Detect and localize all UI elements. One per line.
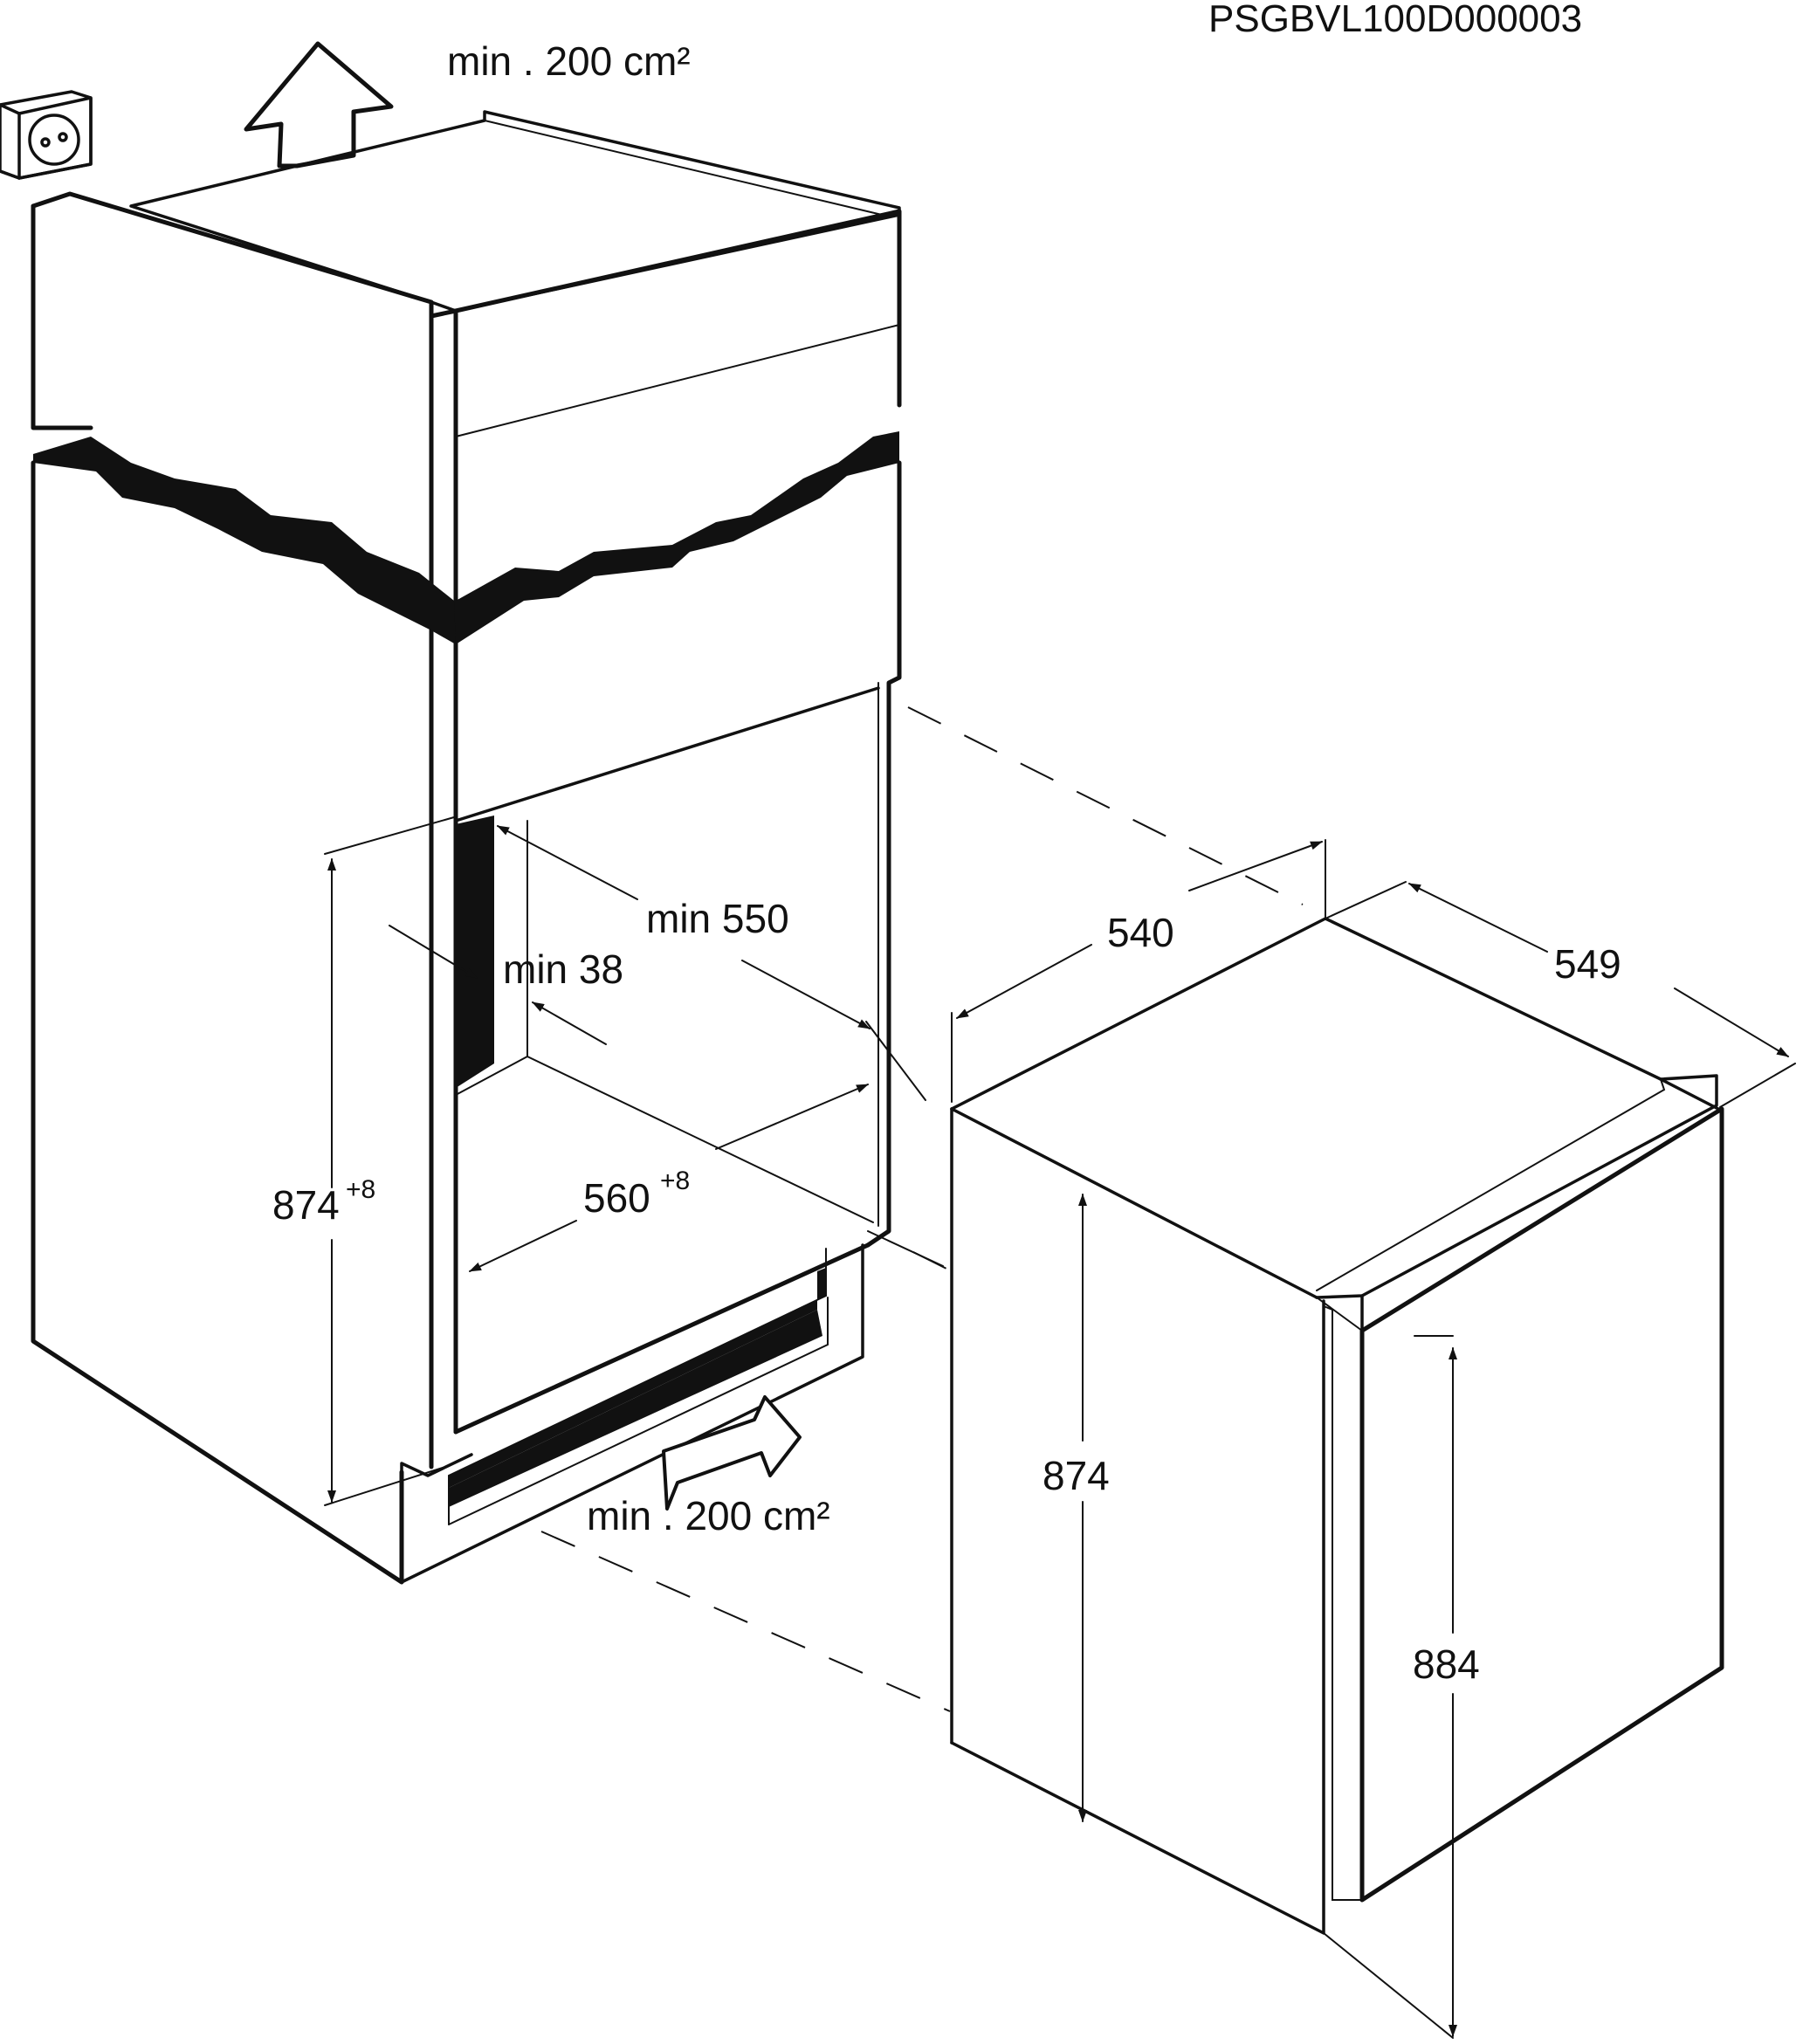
top-vent-label: min . 200 cm² <box>447 38 691 84</box>
cut-section <box>33 431 899 644</box>
cabinet-upper <box>31 110 902 649</box>
niche-height-value: 874 <box>272 1182 340 1228</box>
appliance <box>950 917 1724 1935</box>
projection-lines <box>540 706 1304 1712</box>
niche-width-value: 560 <box>583 1175 650 1221</box>
rear-gap-label: min 38 <box>503 946 623 992</box>
top-vent-arrow-icon <box>244 41 394 169</box>
appliance-body-height-label: 874 <box>1043 1453 1110 1498</box>
depth-min-label: min 550 <box>646 896 789 941</box>
cabinet-lower <box>31 460 902 1585</box>
reference-code: PSGBVL100D000003 <box>1208 0 1582 40</box>
wall-socket-icon <box>0 90 93 180</box>
bottom-vent-label: min . 200 cm² <box>587 1493 830 1538</box>
appliance-width-label: 540 <box>1107 910 1174 955</box>
niche-width-tolerance: +8 <box>660 1167 690 1195</box>
niche-height-tolerance: +8 <box>346 1175 375 1204</box>
appliance-depth-label: 549 <box>1554 941 1621 987</box>
appliance-total-height-label: 884 <box>1413 1641 1480 1687</box>
bottom-vent-arrow-icon <box>662 1395 802 1511</box>
niche-dimensions <box>324 816 944 1506</box>
appliance-dimensions <box>951 839 1796 2039</box>
